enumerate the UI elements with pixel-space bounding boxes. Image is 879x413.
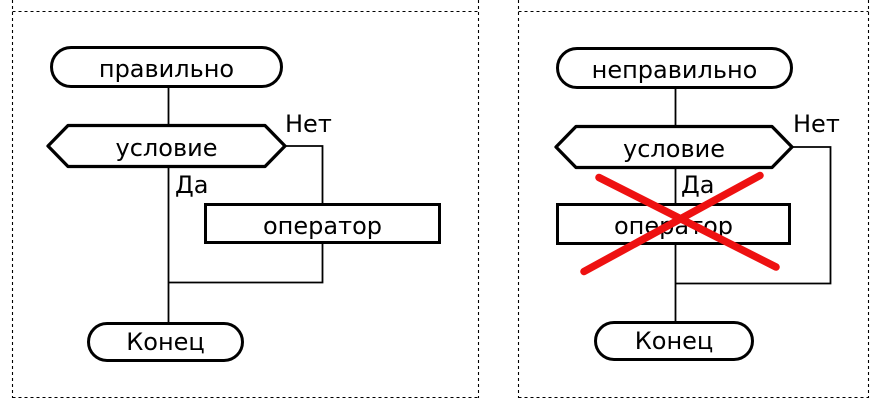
end-terminator: Конец <box>87 322 244 362</box>
no-label: Нет <box>285 110 332 138</box>
no-label: Нет <box>793 110 840 138</box>
start-terminator: неправильно <box>556 47 793 89</box>
yes-label: Да <box>175 171 209 199</box>
right-condition-hexagon <box>554 124 794 170</box>
right-connector-no-branch <box>675 146 832 285</box>
condition-label: условие <box>623 135 725 163</box>
operator-box: оператор <box>204 203 441 244</box>
red-cross-line-1 <box>595 173 780 271</box>
yes-label: Да <box>681 171 715 199</box>
start-terminator: правильно <box>50 46 283 88</box>
left-condition-hexagon <box>46 123 287 169</box>
end-terminator: Конец <box>594 321 754 361</box>
condition-label: условие <box>115 134 218 162</box>
red-cross-line-2 <box>580 171 764 276</box>
